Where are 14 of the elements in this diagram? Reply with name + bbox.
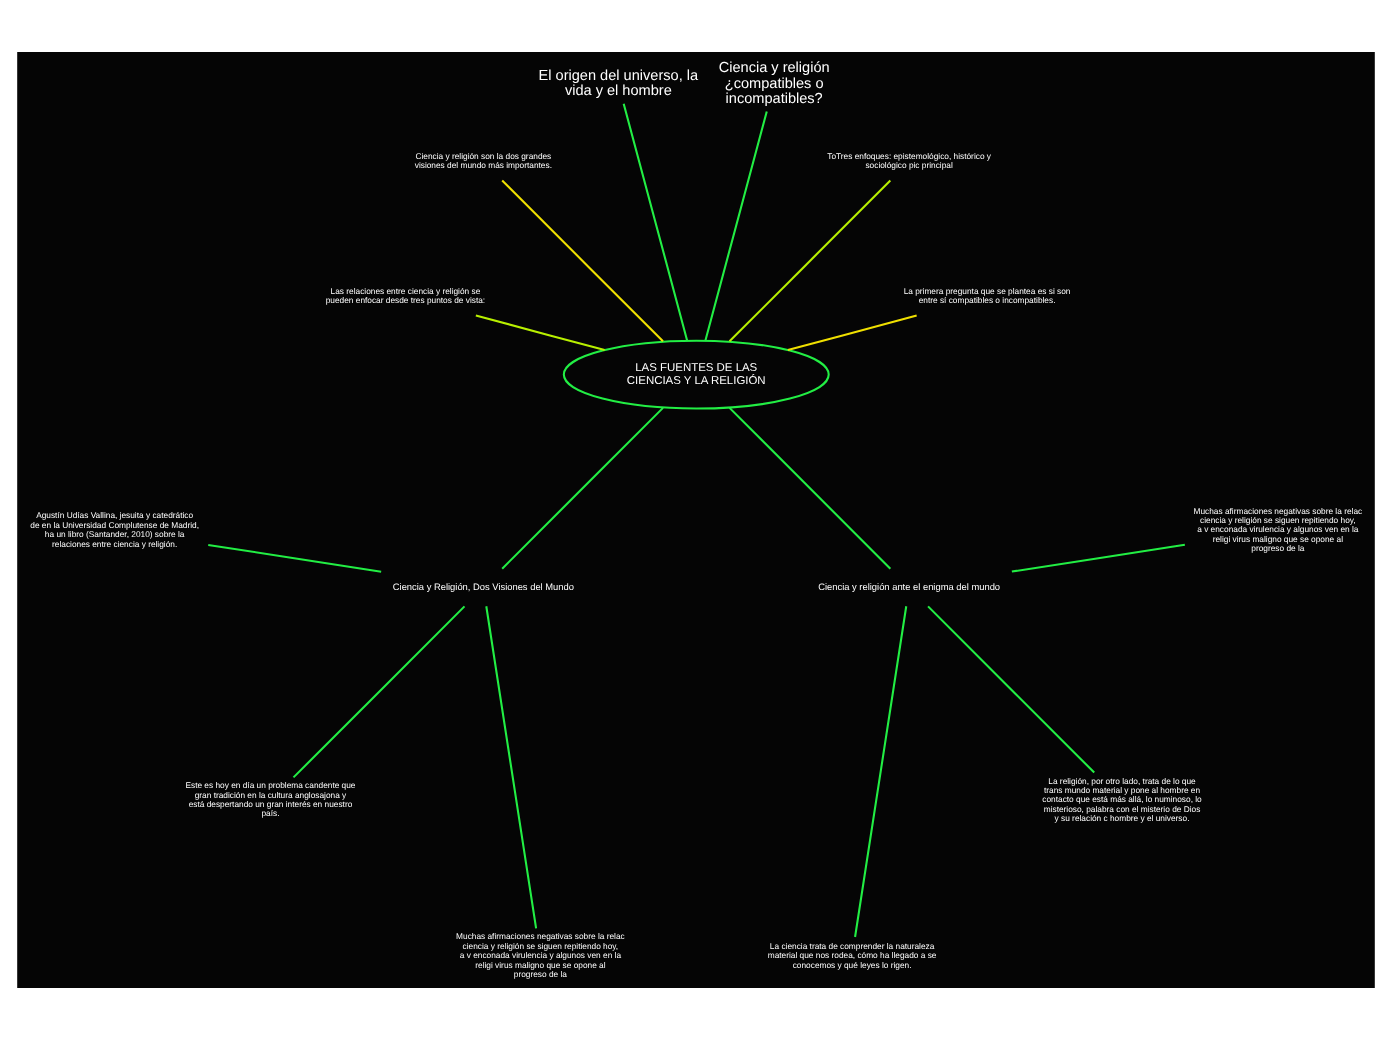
connector (1011, 543, 1185, 573)
connector (501, 407, 664, 570)
connector (485, 606, 538, 929)
connector (787, 314, 917, 352)
connector (501, 179, 664, 343)
connector (208, 543, 382, 573)
connector (475, 314, 605, 352)
connector (728, 407, 892, 570)
connector (292, 605, 466, 779)
connector (622, 103, 689, 341)
connector (728, 179, 892, 343)
connector (704, 111, 768, 341)
connector (927, 605, 1095, 774)
connector (854, 606, 908, 938)
